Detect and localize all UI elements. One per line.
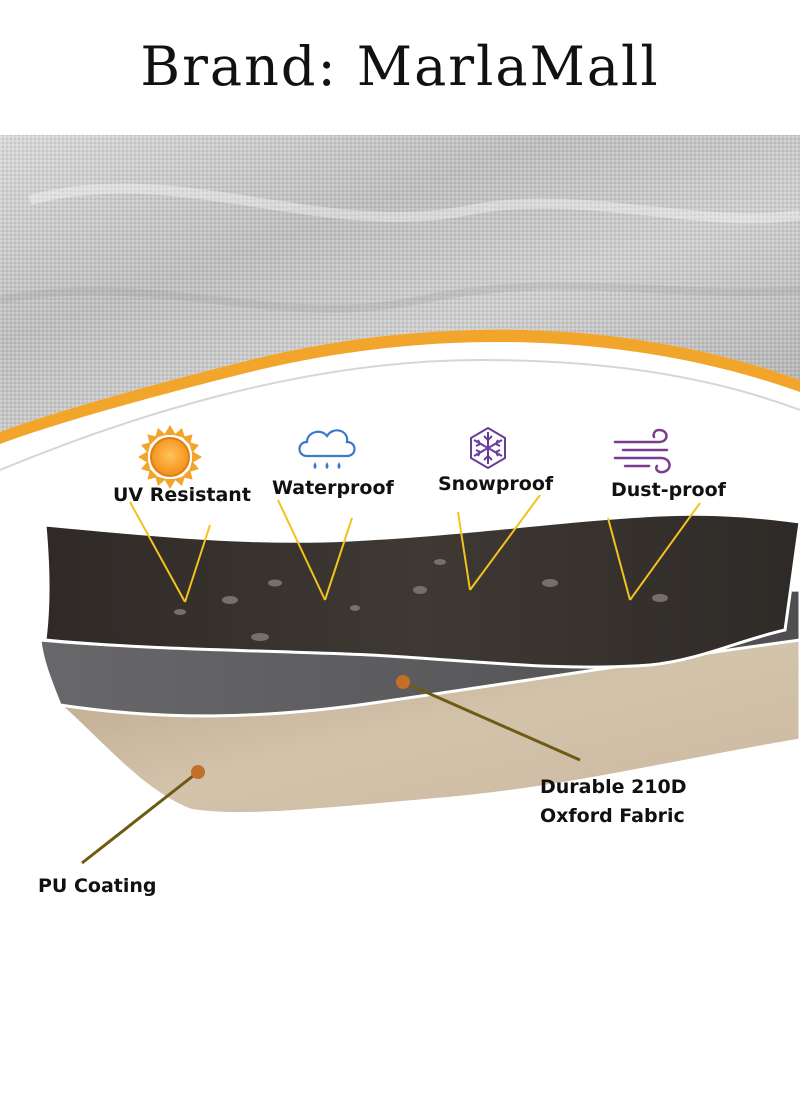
rain-cloud-icon — [298, 429, 356, 469]
water-droplets — [174, 559, 668, 641]
snowflake-icon — [470, 426, 506, 470]
feature-label-waterproof: Waterproof — [272, 477, 394, 499]
brand-title: Brand: MarlaMall — [140, 35, 660, 98]
feature-label-snowproof: Snowproof — [438, 473, 554, 495]
pu-coating-label: PU Coating — [38, 875, 157, 897]
silver-fabric-banner — [0, 135, 800, 432]
wind-icon — [613, 428, 671, 474]
sun-icon — [138, 425, 202, 489]
waterproof-pointer-lines — [277, 499, 353, 601]
oxford-fabric-line1: Durable 210D — [540, 776, 687, 798]
feature-label-uv-resistant: UV Resistant — [113, 484, 251, 506]
dust-pointer-lines — [607, 502, 701, 601]
grey-curve-line — [0, 358, 800, 471]
pu-pointer — [81, 765, 205, 865]
oxford-fabric-label: Durable 210D Oxford Fabric — [540, 773, 687, 831]
oxford-fabric-line2: Oxford Fabric — [540, 805, 685, 827]
orange-curve-stripe — [0, 329, 800, 444]
snowproof-pointer-lines — [457, 494, 541, 591]
oxford-pointer — [396, 675, 581, 762]
uv-pointer-lines — [129, 501, 211, 603]
feature-label-dust-proof: Dust-proof — [611, 479, 726, 501]
